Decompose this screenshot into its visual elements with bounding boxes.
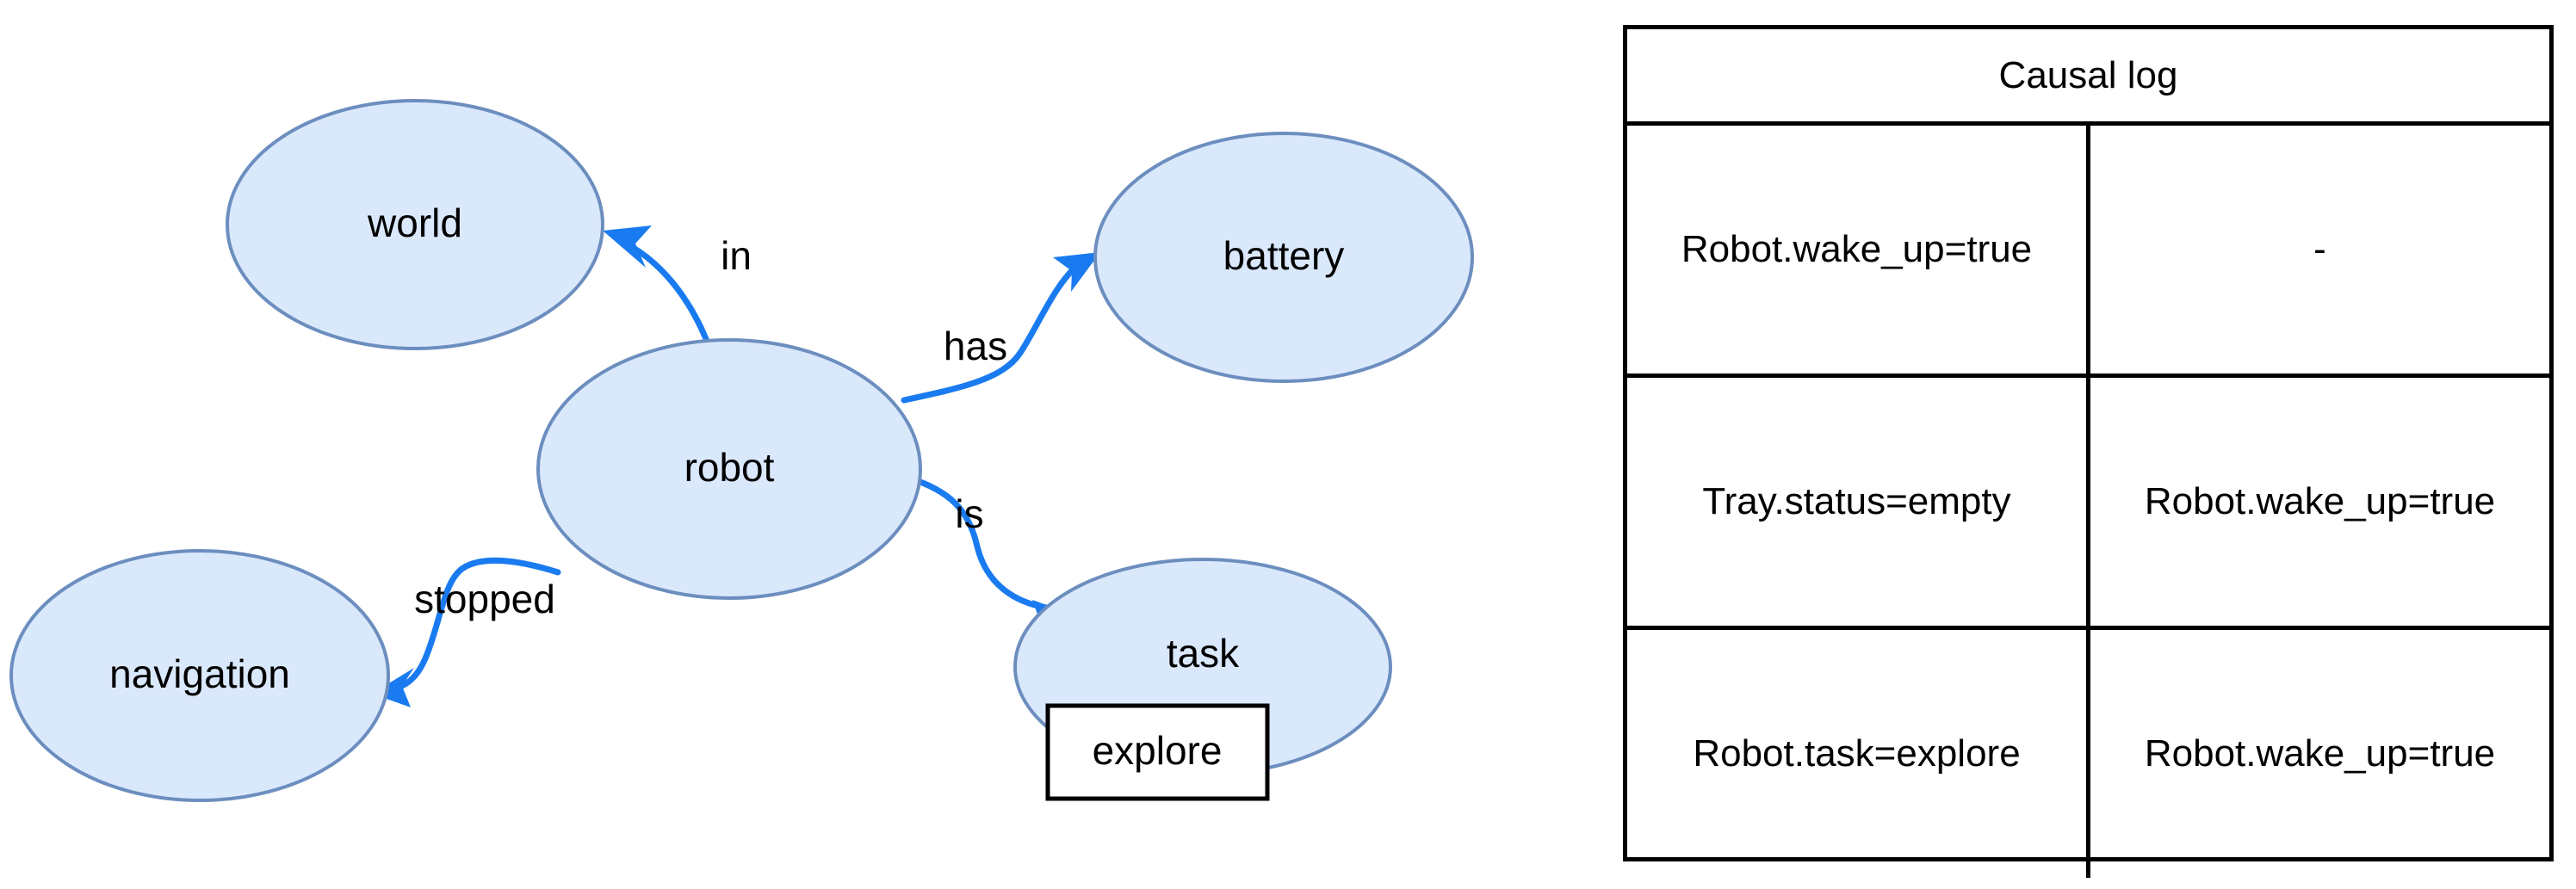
node-task-attribute-explore[interactable]: explore <box>1045 703 1270 801</box>
node-navigation-label: navigation <box>109 651 290 696</box>
causal-log-cause-cell: Robot.wake_up=true <box>2086 626 2549 878</box>
edge-robot-is-task-path <box>907 475 1050 611</box>
knowledge-graph-canvas: world battery robot navigation task <box>9 99 1474 802</box>
node-battery-shape <box>1093 132 1474 383</box>
node-battery-label: battery <box>1223 233 1345 278</box>
node-task-label: task <box>1167 631 1240 676</box>
edge-robot-has-battery-arrowhead <box>1053 252 1100 292</box>
edge-robot-stopped-navigation-path <box>393 557 561 692</box>
node-navigation[interactable]: navigation <box>9 549 390 802</box>
edge-robot-stopped-navigation[interactable] <box>372 557 561 707</box>
node-world-label: world <box>367 201 462 245</box>
node-robot-label: robot <box>684 445 775 490</box>
causal-log-table: Causal log Robot.wake_up=true - Tray.sta… <box>1627 29 2549 878</box>
edge-robot-stopped-navigation-arrowhead <box>372 668 414 707</box>
edge-robot-has-battery-path <box>901 261 1082 404</box>
table-row[interactable]: Tray.status=empty Robot.wake_up=true <box>1627 374 2549 630</box>
edge-label-is: is <box>955 491 983 536</box>
causal-log-header-row: Causal log <box>1627 29 2549 126</box>
node-world-shape <box>226 99 604 350</box>
node-navigation-shape <box>9 549 390 802</box>
causal-log-title: Causal log <box>1627 29 2549 126</box>
table-row[interactable]: Robot.task=explore Robot.wake_up=true <box>1627 626 2549 878</box>
node-battery[interactable]: battery <box>1093 132 1474 383</box>
node-task-attribute-box <box>1045 703 1270 801</box>
edge-robot-in-world-arrowhead <box>603 225 652 268</box>
node-robot-shape <box>536 338 922 600</box>
node-world[interactable]: world <box>226 99 604 350</box>
edge-label-in: in <box>721 233 752 278</box>
knowledge-graph-panel: world battery robot navigation task <box>9 99 1474 802</box>
causal-log-effect-cell: Robot.wake_up=true <box>1627 121 2090 378</box>
causal-log-cause-cell: Robot.wake_up=true <box>2086 374 2549 630</box>
edge-robot-has-battery[interactable] <box>901 252 1100 404</box>
causal-log-effect-cell: Robot.task=explore <box>1627 626 2090 878</box>
edge-label-stopped: stopped <box>414 577 555 621</box>
causal-log-effect-cell: Tray.status=empty <box>1627 374 2090 630</box>
causal-log-panel: Causal log Robot.wake_up=true - Tray.sta… <box>1623 25 2554 878</box>
edge-label-has: has <box>944 324 1007 368</box>
node-task-attribute-label: explore <box>1093 728 1223 773</box>
node-robot[interactable]: robot <box>536 338 922 600</box>
causal-log-cause-cell: - <box>2086 121 2549 378</box>
table-row[interactable]: Robot.wake_up=true - <box>1627 121 2549 378</box>
